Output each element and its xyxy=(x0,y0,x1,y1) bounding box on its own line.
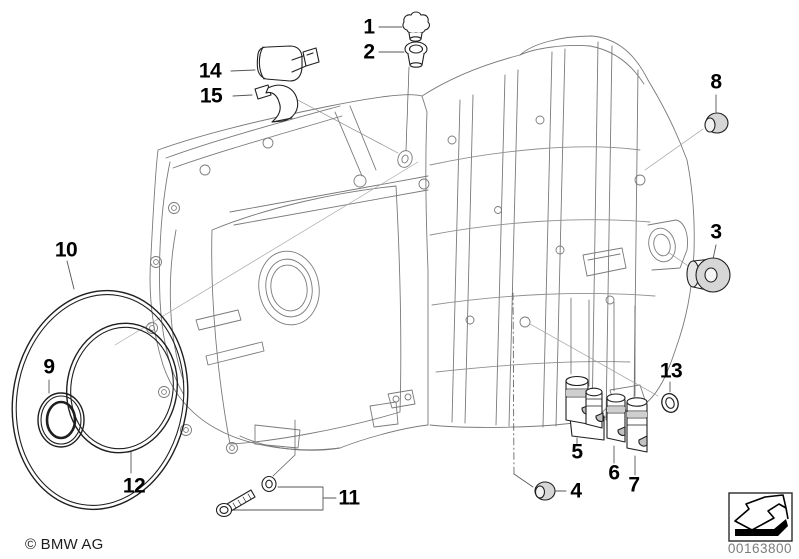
callout-13[interactable]: 13 xyxy=(659,359,683,383)
part-11-bolt-washer xyxy=(215,475,277,518)
part-1-vent-cap xyxy=(402,11,430,42)
callout-7[interactable]: 7 xyxy=(628,473,640,497)
callout-3[interactable]: 3 xyxy=(710,220,722,244)
part-14-sensor xyxy=(256,45,320,82)
callout-1[interactable]: 1 xyxy=(363,15,375,39)
callout-5[interactable]: 5 xyxy=(571,440,583,464)
callout-12[interactable]: 12 xyxy=(122,474,146,498)
part-10-gasket-outer xyxy=(11,289,189,511)
callout-8[interactable]: 8 xyxy=(710,70,722,94)
callout-2[interactable]: 2 xyxy=(363,40,375,64)
part-9-seal-ring xyxy=(37,392,85,448)
part-5-solenoid-pair xyxy=(565,375,605,441)
callout-6[interactable]: 6 xyxy=(608,461,620,485)
part-12-gasket-inner xyxy=(65,322,179,454)
part-15-clamp xyxy=(254,84,299,123)
part-7-solenoid xyxy=(626,397,648,453)
copyright-notice: © BMW AG xyxy=(25,536,104,553)
part-8-screw-plug xyxy=(704,112,729,134)
page-back-arrow-icon[interactable] xyxy=(728,492,793,542)
image-number: 00163800 xyxy=(727,541,792,556)
part-3-screw-plug xyxy=(686,257,731,293)
callout-10[interactable]: 10 xyxy=(54,238,78,262)
part-13-o-ring xyxy=(661,393,679,413)
part-2-plug xyxy=(404,41,428,68)
callout-9[interactable]: 9 xyxy=(43,355,55,379)
part-6-solenoid xyxy=(606,393,626,443)
callout-15[interactable]: 15 xyxy=(199,84,223,108)
part-4-plug xyxy=(534,481,556,501)
callout-4[interactable]: 4 xyxy=(570,479,582,503)
exploded-parts xyxy=(11,11,731,518)
callout-14[interactable]: 14 xyxy=(198,59,222,83)
callout-11[interactable]: 11 xyxy=(338,486,360,510)
leader-lines xyxy=(48,26,717,511)
